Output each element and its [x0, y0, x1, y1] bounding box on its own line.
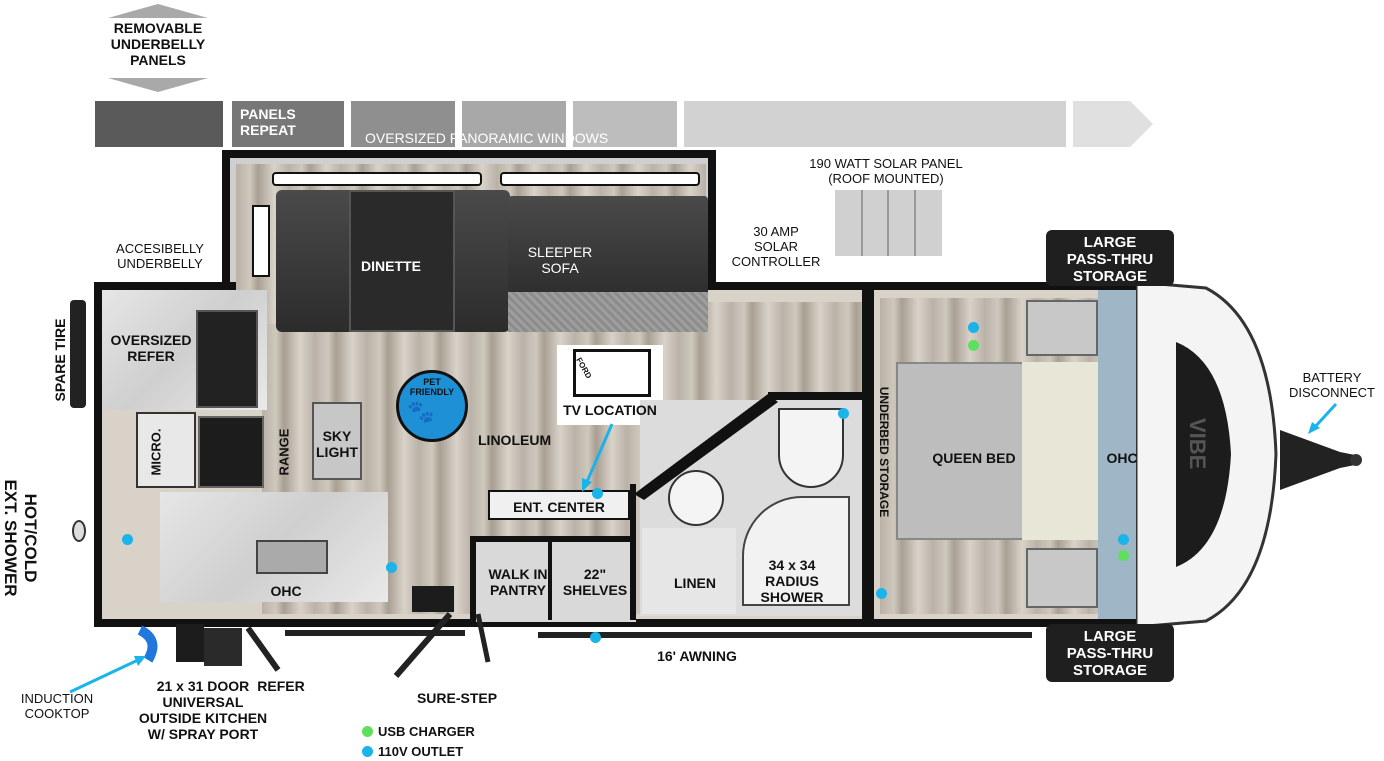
underbed-storage-label: UNDERBED STORAGE: [877, 386, 891, 518]
kitchen-sink: [256, 540, 328, 574]
panels-repeat-label: PANELS REPEAT: [240, 106, 296, 138]
tv-icon: FORD: [573, 349, 651, 397]
pet-friendly-label: PET FRIENDLY: [409, 377, 455, 397]
pass-thru-storage-bottom: LARGE PASS-THRU STORAGE: [1046, 624, 1174, 682]
walk-in-pantry-label: WALK IN PANTRY: [488, 566, 548, 598]
micro-cabinet: [136, 412, 196, 488]
spare-tire: [70, 300, 86, 408]
outlet-dot: [968, 322, 979, 333]
awning-bar: [538, 632, 1032, 638]
bathroom-angled-wall: [634, 394, 778, 500]
cooktop-arrow: [69, 658, 139, 694]
outlet-dot: [876, 588, 887, 599]
range-label: RANGE: [276, 428, 292, 476]
toilet: [668, 470, 724, 526]
ent-center-label: ENT. CENTER: [513, 499, 605, 515]
linoleum-label: LINOLEUM: [478, 432, 552, 448]
linen-cabinet: [642, 528, 736, 614]
dinette-table: [349, 190, 455, 332]
radius-shower: [742, 496, 850, 606]
panel-2: [232, 101, 344, 147]
usb-dot: [1118, 550, 1129, 561]
sleeper-sofa: [508, 196, 708, 302]
legend: USB CHARGER 110V OUTLET: [360, 724, 520, 761]
range-unit: [198, 416, 264, 488]
pass-thru-storage-top: LARGE PASS-THRU STORAGE: [1046, 230, 1174, 286]
up-arrow-icon: [108, 4, 208, 18]
outlet-dot: [838, 408, 849, 419]
legend-outlet-swatch: [362, 746, 373, 757]
queen-bed-label: QUEEN BED: [932, 450, 1016, 466]
panel-arrow: [1073, 101, 1153, 147]
tv-arrow: [584, 423, 614, 485]
pet-friendly-badge: PET FRIENDLY 🐾: [396, 370, 468, 442]
refer-unit: [196, 310, 258, 408]
panel-4: [462, 101, 566, 147]
outside-kitchen-graphics: [137, 624, 281, 672]
pass-thru-storage-top-label: LARGE PASS-THRU STORAGE: [1066, 234, 1154, 285]
wardrobe-top: [1026, 300, 1098, 356]
sky-light-label: SKY LIGHT: [316, 428, 358, 460]
ext-shower-fixture: [72, 520, 86, 542]
ohc-bedroom-label: OHC: [1106, 450, 1138, 466]
outlet-dot: [590, 632, 601, 643]
ext-shower-label: HOT/COLD EXT. SHOWER: [1, 479, 40, 597]
front-cap: [1136, 282, 1278, 627]
panoramic-window-right: [500, 172, 700, 186]
panoramic-window-left: [272, 172, 482, 186]
paw-icon: 🐾: [407, 399, 435, 424]
outlet-dot: [386, 562, 397, 573]
bathroom-sink: [778, 408, 844, 488]
accessible-underbelly-label: ACCESIBELLY UNDERBELLY: [116, 241, 204, 271]
pantry-area: [470, 536, 636, 622]
side-window: [252, 205, 270, 277]
bedroom-wall: [862, 282, 874, 622]
battery-arrow: [1312, 402, 1338, 430]
outside-kitchen-label: 21 x 31 DOOR UNIVERSAL OUTSIDE KITCHEN W…: [138, 678, 268, 742]
tv-location-label: TV LOCATION: [563, 402, 657, 418]
micro-label: MICRO.: [148, 428, 164, 476]
slideout-carpet: [508, 292, 708, 332]
sleeper-sofa-label: SLEEPER SOFA: [527, 244, 593, 276]
shelves-label: 22" SHELVES: [562, 566, 628, 598]
panel-5: [573, 101, 677, 147]
down-arrow-icon: [108, 78, 208, 92]
legend-usb-label: USB CHARGER: [378, 724, 475, 739]
hitch: [1280, 430, 1362, 490]
solar-controller-label: 30 AMP SOLAR CONTROLLER: [731, 224, 821, 269]
panel-3: [351, 101, 455, 147]
panoramic-windows-label: OVERSIZED PANORAMIC WINDOWS: [365, 130, 609, 146]
panel-6: [684, 101, 1066, 147]
pass-thru-storage-area: [1098, 290, 1136, 619]
refer-outside-label: REFER: [257, 678, 305, 694]
bed-pillows: [1022, 362, 1100, 540]
solar-panel-label: 190 WATT SOLAR PANEL (ROOF MOUNTED): [809, 156, 963, 186]
underbelly-panel-dark: [95, 101, 223, 147]
pass-thru-storage-bottom-label: LARGE PASS-THRU STORAGE: [1066, 628, 1154, 679]
outlet-dot: [1118, 534, 1129, 545]
induction-cooktop-label: INDUCTION COOKTOP: [20, 691, 94, 721]
ohc-kitchen-label: OHC: [270, 583, 302, 599]
wardrobe-bottom: [1026, 548, 1098, 608]
legend-usb-swatch: [362, 726, 373, 737]
skylight: [312, 402, 362, 480]
dinette-label: DINETTE: [361, 258, 421, 274]
battery-disconnect-label: BATTERY DISCONNECT: [1289, 370, 1375, 400]
awning-bar-left: [285, 630, 465, 636]
usb-dot: [968, 340, 979, 351]
outlet-dot: [122, 534, 133, 545]
outlet-dot: [592, 488, 603, 499]
radius-shower-label: 34 x 34 RADIUS SHOWER: [760, 557, 824, 605]
sure-step-label: SURE-STEP: [416, 690, 498, 706]
oversized-refer-label: OVERSIZED REFER: [110, 332, 192, 364]
ent-center: [488, 490, 630, 520]
spare-tire-label: SPARE TIRE: [52, 318, 68, 402]
legend-outlet-label: 110V OUTLET: [378, 744, 464, 759]
linen-label: LINEN: [674, 575, 716, 591]
awning-label: 16' AWNING: [657, 648, 737, 664]
removable-underbelly-label: REMOVABLE UNDERBELLY PANELS: [110, 20, 206, 68]
sure-step: [393, 586, 491, 678]
